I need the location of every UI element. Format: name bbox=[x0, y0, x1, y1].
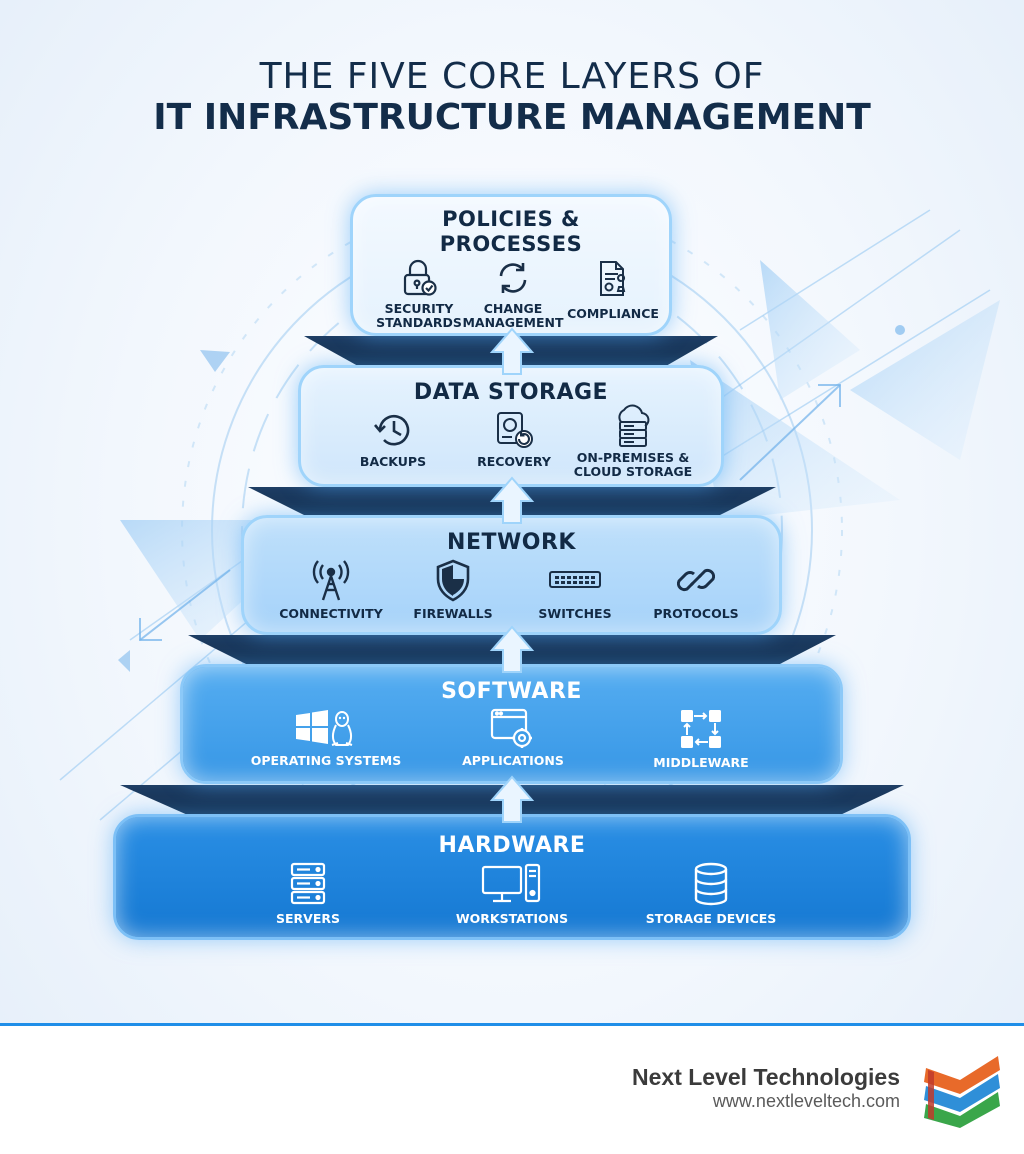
layer-title-network: NETWORK bbox=[447, 530, 576, 555]
company-name: Next Level Technologies bbox=[632, 1064, 900, 1090]
up-arrow-icon bbox=[489, 775, 535, 823]
antenna-tower-icon bbox=[312, 560, 350, 601]
footer-divider bbox=[0, 1023, 1024, 1026]
up-arrow-icon bbox=[489, 476, 535, 524]
up-arrow-icon bbox=[489, 327, 535, 375]
layer-title-hardware: HARDWARE bbox=[438, 833, 586, 858]
item-protocols: PROTOCOLS bbox=[611, 558, 781, 621]
item-switches: SWITCHES bbox=[490, 558, 660, 621]
item-label-firewalls: FIREWALLS bbox=[413, 606, 493, 621]
cloud-server-icon bbox=[618, 404, 650, 447]
item-security-standards: SECURITY STANDARDS bbox=[334, 259, 504, 330]
layer-title-policies: POLICIES & PROCESSES bbox=[439, 207, 583, 256]
item-label-protocols: PROTOCOLS bbox=[653, 606, 739, 621]
windows-linux-icon bbox=[296, 710, 353, 746]
layer-title-data-storage: DATA STORAGE bbox=[413, 380, 609, 405]
item-workstations: WORKSTATIONS bbox=[427, 861, 597, 926]
layer-network: NETWORK CONNECTIVITY FIREWALLS bbox=[241, 515, 782, 635]
network-switch-icon bbox=[549, 571, 601, 588]
item-servers: SERVERS bbox=[223, 861, 393, 926]
item-recovery: RECOVERY bbox=[429, 410, 599, 469]
item-label-switches: SWITCHES bbox=[538, 606, 612, 621]
company-url: www.nextleveltech.com bbox=[712, 1091, 900, 1111]
flow-nodes-icon bbox=[681, 710, 721, 748]
item-label-applications: APPLICATIONS bbox=[462, 753, 564, 768]
layer-policies-processes: POLICIES & PROCESSES SECURITY STANDARDS … bbox=[350, 194, 672, 336]
item-connectivity: CONNECTIVITY bbox=[246, 558, 416, 621]
item-label-security-standards: SECURITY STANDARDS bbox=[376, 301, 462, 330]
item-label-operating-systems: OPERATING SYSTEMS bbox=[250, 753, 402, 768]
document-stamp-icon bbox=[600, 261, 626, 296]
clock-history-icon bbox=[374, 414, 410, 446]
drive-restore-icon bbox=[497, 412, 533, 448]
item-change-management: CHANGE MANAGEMENT bbox=[428, 259, 598, 330]
title-line-1: THE FIVE CORE LAYERS OF bbox=[259, 56, 765, 97]
item-label-compliance: COMPLIANCE bbox=[567, 306, 659, 321]
item-backups: BACKUPS bbox=[308, 410, 478, 469]
footer bbox=[0, 1026, 1024, 1154]
shield-icon bbox=[436, 559, 470, 602]
item-label-on-premises-cloud-storage: ON-PREMISES & CLOUD STORAGE bbox=[573, 450, 693, 479]
database-icon bbox=[694, 862, 728, 906]
item-label-change-management: CHANGE MANAGEMENT bbox=[462, 301, 564, 330]
layer-hardware: HARDWARE SERVERS WORKSTATIONS bbox=[113, 814, 911, 940]
item-applications: APPLICATIONS bbox=[428, 707, 598, 768]
title-line-2: IT INFRASTRUCTURE MANAGEMENT bbox=[153, 97, 871, 138]
chain-link-icon bbox=[676, 568, 716, 592]
stacked-chevrons-logo-icon bbox=[924, 1056, 1000, 1128]
item-on-premises-cloud-storage: ON-PREMISES & CLOUD STORAGE bbox=[548, 404, 718, 479]
desktop-computer-icon bbox=[481, 863, 541, 903]
item-label-storage-devices: STORAGE DEVICES bbox=[645, 911, 777, 926]
item-compliance: COMPLIANCE bbox=[528, 259, 698, 321]
sync-arrows-icon bbox=[499, 263, 527, 293]
padlock-check-icon bbox=[403, 259, 437, 296]
layer-software: SOFTWARE OPERATING SYSTEMS bbox=[180, 664, 843, 784]
item-label-connectivity: CONNECTIVITY bbox=[279, 606, 383, 621]
up-arrow-icon bbox=[489, 625, 535, 673]
item-label-workstations: WORKSTATIONS bbox=[455, 911, 569, 926]
item-operating-systems: OPERATING SYSTEMS bbox=[241, 707, 411, 768]
app-window-gear-icon bbox=[490, 708, 532, 748]
item-label-recovery: RECOVERY bbox=[477, 454, 551, 469]
item-middleware: MIDDLEWARE bbox=[616, 707, 786, 770]
item-storage-devices: STORAGE DEVICES bbox=[626, 861, 796, 926]
server-rack-icon bbox=[290, 862, 326, 905]
item-label-servers: SERVERS bbox=[275, 911, 340, 926]
item-firewalls: FIREWALLS bbox=[368, 558, 538, 621]
layer-title-software: SOFTWARE bbox=[441, 679, 582, 704]
item-label-backups: BACKUPS bbox=[359, 454, 427, 469]
layer-data-storage: DATA STORAGE BACKUPS RECOVERY O bbox=[298, 365, 724, 487]
item-label-middleware: MIDDLEWARE bbox=[653, 755, 749, 770]
